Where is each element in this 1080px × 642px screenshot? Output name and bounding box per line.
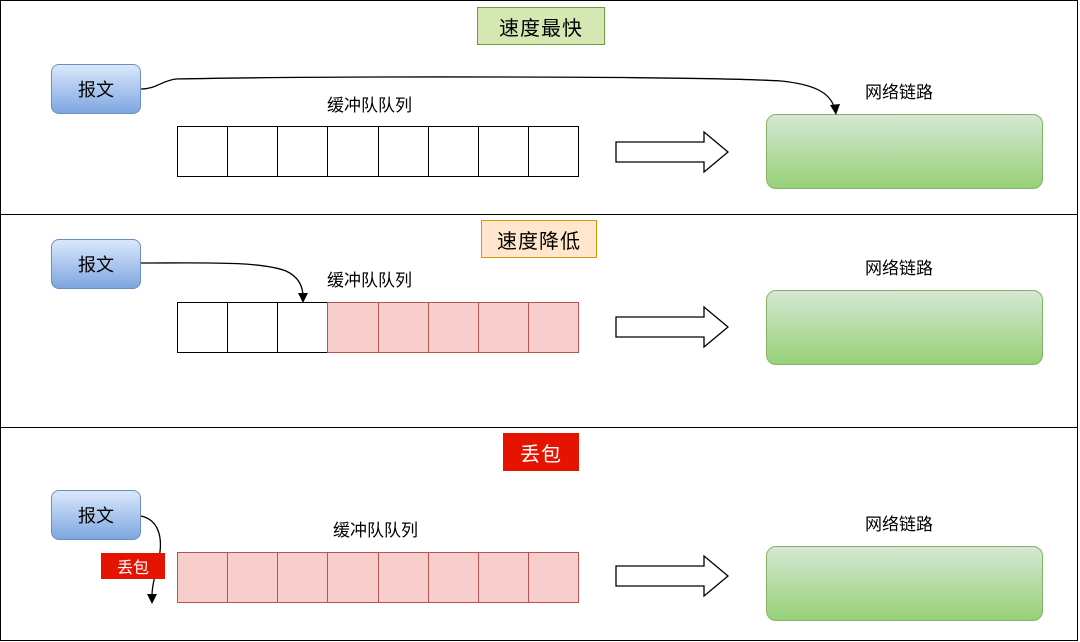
queue-cell	[277, 126, 329, 177]
panel-packet-drop: 丢包 报文 缓冲队队列 网络链路 丢包	[0, 427, 1078, 641]
buffer-queue	[177, 552, 579, 603]
network-link-box	[766, 114, 1043, 189]
queue-cell	[527, 126, 579, 177]
packet-flow-arrowhead	[830, 104, 840, 115]
packet-flow-arrowhead	[298, 293, 308, 303]
queue-cell-full	[427, 552, 479, 603]
panel-slowed-arrows	[140, 262, 730, 349]
queue-cell-full	[327, 302, 379, 353]
queue-cell-full	[527, 552, 579, 603]
network-link-label: 网络链路	[865, 259, 933, 279]
packet-box: 报文	[51, 490, 141, 540]
output-arrow-icon	[615, 305, 730, 349]
packet-box: 报文	[51, 64, 141, 114]
panel-fastest: 速度最快 报文 缓冲队队列 网络链路	[0, 0, 1078, 215]
queue-cell	[177, 126, 229, 177]
output-arrow-icon	[615, 554, 730, 598]
queue-cell-full	[377, 302, 429, 353]
queue-cell	[477, 126, 529, 177]
network-link-label: 网络链路	[865, 83, 933, 103]
panel-title-fastest: 速度最快	[477, 7, 605, 45]
output-arrow-icon	[615, 130, 730, 174]
packet-drop-badge: 丢包	[101, 553, 165, 579]
panel-fastest-arrows	[140, 76, 840, 174]
queue-cell-full	[227, 552, 279, 603]
network-link-box	[766, 290, 1043, 365]
queue-cell-full	[427, 302, 479, 353]
network-link-label: 网络链路	[865, 515, 933, 535]
panel-slowed: 速度降低 报文 缓冲队队列 网络链路	[0, 214, 1078, 428]
network-link-box	[766, 546, 1043, 621]
buffer-queue-label: 缓冲队队列	[333, 521, 418, 541]
buffer-queue-label: 缓冲队队列	[327, 271, 412, 291]
queue-cell	[327, 126, 379, 177]
packet-flow-arrow	[140, 76, 836, 110]
buffer-queue	[177, 302, 579, 353]
buffer-queue-label: 缓冲队队列	[327, 96, 412, 116]
packet-drop-arrowhead	[147, 594, 157, 604]
queue-cell-full	[277, 552, 329, 603]
queue-cell	[177, 302, 229, 353]
queue-cell-full	[477, 302, 529, 353]
buffer-queue	[177, 126, 579, 177]
queue-cell	[377, 126, 429, 177]
panel-title-drop: 丢包	[503, 433, 579, 471]
queue-cell-full	[527, 302, 579, 353]
queue-cell-full	[327, 552, 379, 603]
queue-cell	[427, 126, 479, 177]
packet-box: 报文	[51, 239, 141, 289]
packet-flow-arrow	[140, 262, 304, 298]
panel-drop-arrows	[140, 515, 730, 604]
queue-cell	[277, 302, 329, 353]
queue-cell	[227, 302, 279, 353]
queue-cell-full	[377, 552, 429, 603]
panel-title-slowed: 速度降低	[481, 220, 597, 258]
